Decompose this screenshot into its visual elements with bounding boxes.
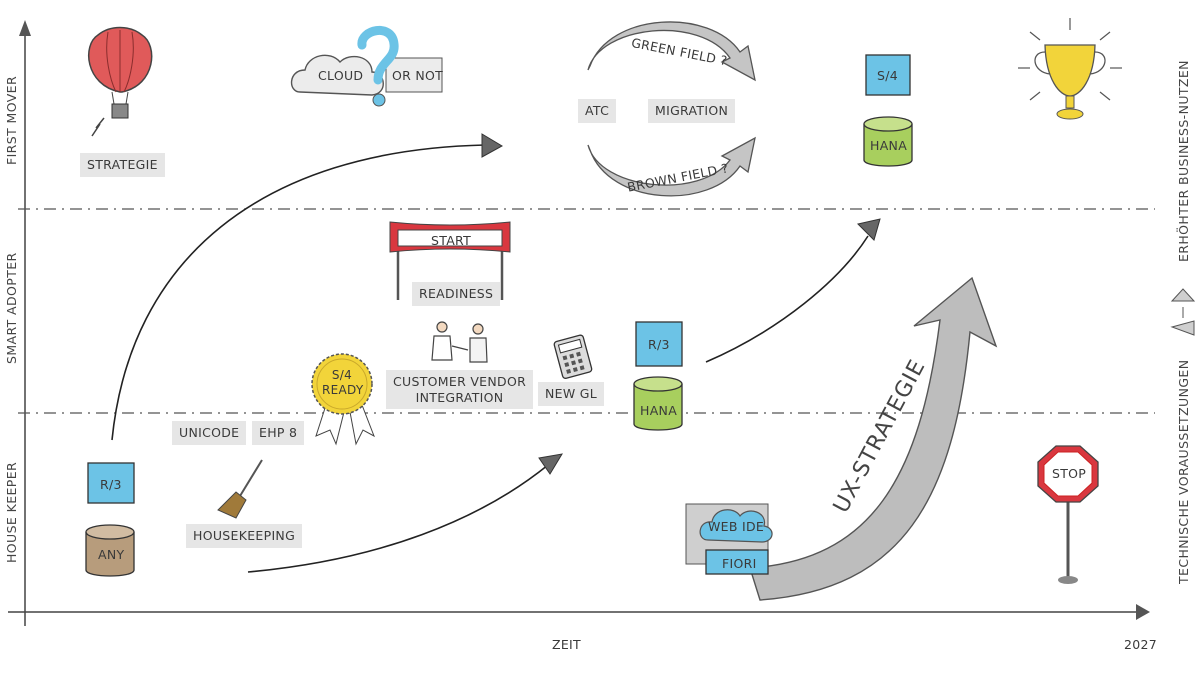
any-label: ANY [98, 547, 125, 562]
r3-left-label: R/3 [100, 477, 122, 492]
zone-separators [18, 208, 1155, 414]
readiness-label: READINESS [412, 282, 501, 306]
r3-mid-group [633, 321, 683, 431]
ehp8-label: EHP 8 [252, 421, 305, 445]
curve-arrowheads [481, 133, 881, 475]
web-ide-label: WEB IDE [708, 519, 765, 534]
fiori-label: FIORI [722, 556, 757, 571]
s4-top-label: S/4 [877, 68, 898, 83]
customer-vendor-line2: INTEGRATION [415, 389, 504, 405]
people-icon [431, 321, 488, 363]
s4-ready-line1: S/4 [331, 368, 353, 382]
right-label-technical: TECHNISCHE VORAUSSETZUNGEN [1176, 359, 1191, 584]
s4-top-group [863, 54, 913, 167]
customer-vendor-line1: CUSTOMER VENDOR [393, 374, 527, 389]
axes [8, 20, 1150, 626]
cloud-icon [290, 25, 443, 107]
r3-left-group [85, 462, 135, 577]
start-gate [389, 221, 511, 300]
stop-label: STOP [1052, 466, 1087, 481]
new-gl-label: NEW GL [538, 382, 605, 406]
trophy-icon [1018, 18, 1122, 120]
cloud-label: CLOUD [318, 68, 364, 83]
or-not-label: OR NOT [392, 68, 444, 83]
customer-vendor-label: CUSTOMER VENDOR INTEGRATION [386, 370, 534, 410]
s4-ready-line2: READY [322, 383, 364, 397]
hana-mid-label: HANA [640, 403, 678, 418]
start-label: START [431, 233, 472, 248]
balloon-icon [88, 26, 153, 137]
broom-icon [217, 459, 263, 519]
unicode-label: UNICODE [172, 421, 247, 445]
web-ide-group [685, 503, 773, 575]
zone-label-first-mover: FIRST MOVER [4, 75, 19, 165]
cycle-arrows [587, 21, 756, 197]
zone-label-house-keeper: HOUSE KEEPER [4, 461, 19, 563]
atc-label: ATC [578, 99, 617, 123]
r3-mid-label: R/3 [648, 337, 670, 352]
right-axis-arrows [1170, 288, 1196, 336]
strategie-label: STRATEGIE [80, 153, 165, 177]
s4-ready-label: S/4 READY [322, 368, 364, 398]
s4-ready-badge [311, 353, 375, 446]
right-label-business: ERHÖHTER BUSINESS-NUTZEN [1176, 60, 1191, 262]
zone-label-smart-adopter: SMART ADOPTER [4, 252, 19, 364]
hana-top-label: HANA [870, 138, 908, 153]
x-axis-end-label: 2027 [1124, 637, 1158, 652]
x-axis-label: ZEIT [552, 637, 581, 652]
ux-strategy-arrow [749, 276, 998, 601]
housekeeping-label: HOUSEKEEPING [186, 524, 303, 548]
curve-arrows [111, 144, 869, 573]
migration-label: MIGRATION [648, 99, 736, 123]
stop-sign-icon [1037, 445, 1099, 584]
calculator-icon [553, 334, 593, 379]
